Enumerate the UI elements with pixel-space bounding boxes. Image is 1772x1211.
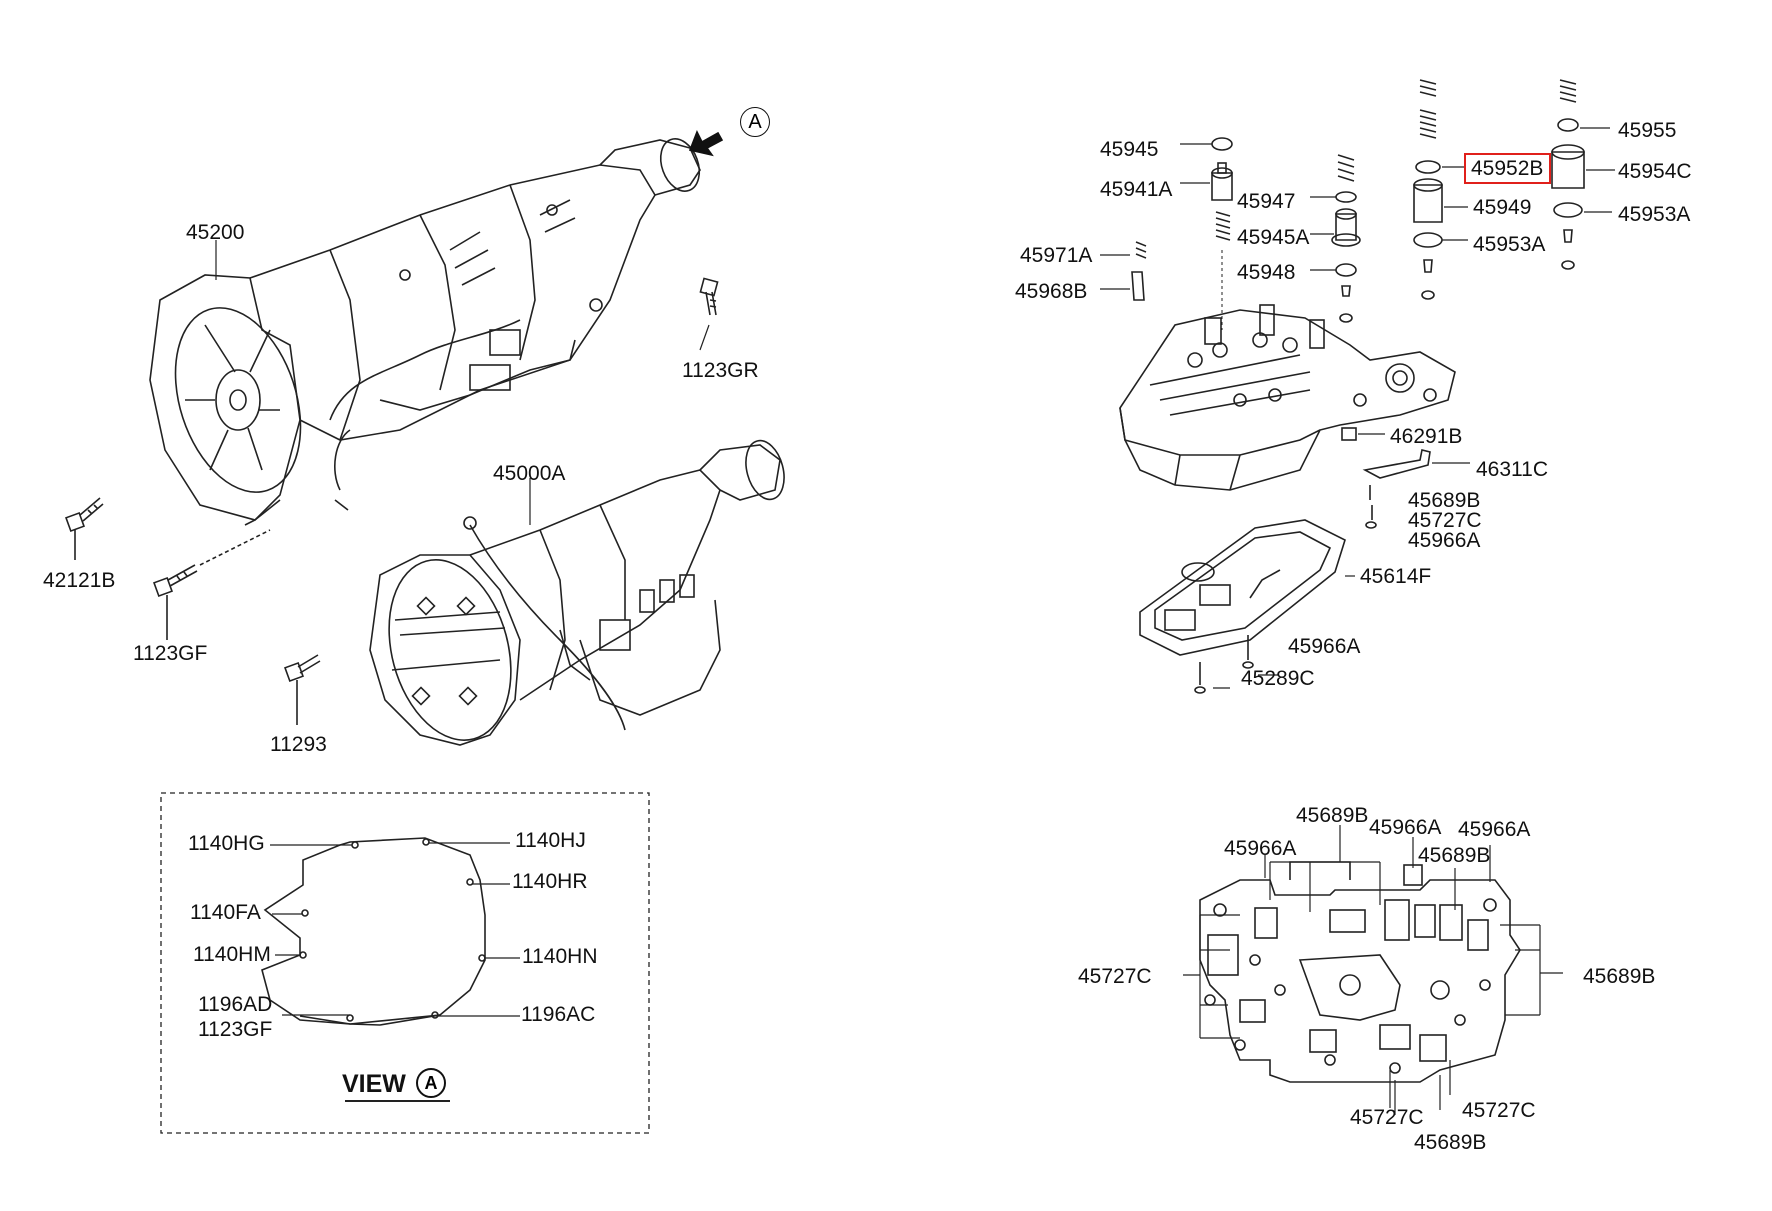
label-45941A[interactable]: 45941A: [1100, 178, 1173, 201]
label-1123GR[interactable]: 1123GR: [682, 359, 759, 382]
label-45953A-right[interactable]: 45953A: [1618, 203, 1691, 226]
label-45945[interactable]: 45945: [1100, 138, 1159, 161]
label-45614F[interactable]: 45614F: [1360, 565, 1432, 588]
label-45689B-bottom-top[interactable]: 45689B: [1296, 804, 1369, 827]
filter-45614F-drawing: [1139, 519, 1346, 694]
label-45971A[interactable]: 45971A: [1020, 244, 1093, 267]
label-45289C[interactable]: 45289C: [1241, 667, 1315, 690]
label-1140HJ[interactable]: 1140HJ: [515, 829, 586, 852]
label-45966A-upper[interactable]: 45966A: [1408, 529, 1481, 552]
label-45954C[interactable]: 45954C: [1618, 160, 1692, 183]
right-leaders: [1100, 127, 1615, 689]
label-45689B-bottom-b[interactable]: 45689B: [1418, 844, 1491, 867]
highlight-45952B: [1464, 153, 1551, 184]
label-45947[interactable]: 45947: [1237, 190, 1296, 213]
small-parts-drawing: [1131, 79, 1585, 529]
label-45968B[interactable]: 45968B: [1015, 280, 1088, 303]
label-1140FA[interactable]: 1140FA: [190, 901, 261, 924]
label-45966A-pan[interactable]: 45966A: [1288, 635, 1361, 658]
label-45200[interactable]: 45200: [186, 221, 245, 244]
label-45966A-bottom-left[interactable]: 45966A: [1224, 837, 1297, 860]
label-1123GF[interactable]: 1123GF: [133, 642, 208, 665]
label-45949[interactable]: 45949: [1473, 196, 1532, 219]
label-11293[interactable]: 11293: [270, 733, 327, 756]
bolt-42121B-drawing: [65, 497, 104, 560]
label-1140HN[interactable]: 1140HN: [522, 945, 598, 968]
label-1140HR[interactable]: 1140HR: [512, 870, 588, 893]
label-45955[interactable]: 45955: [1618, 119, 1677, 142]
label-45948[interactable]: 45948: [1237, 261, 1296, 284]
label-1140HM[interactable]: 1140HM: [193, 943, 271, 966]
valve-body-bottom-drawing: [1199, 861, 1521, 1083]
label-45000A[interactable]: 45000A: [493, 462, 566, 485]
label-1123GF-view[interactable]: 1123GF: [198, 1018, 273, 1041]
label-45689B-bottom[interactable]: 45689B: [1414, 1131, 1487, 1154]
label-45945A[interactable]: 45945A: [1237, 226, 1310, 249]
label-45689B-upper[interactable]: 45689B: [1408, 489, 1481, 512]
label-45966A-bottom-mid[interactable]: 45966A: [1369, 816, 1442, 839]
label-1140HG[interactable]: 1140HG: [188, 832, 265, 855]
view-a-title: VIEW: [342, 1070, 406, 1098]
bolt-1123GR-drawing: [699, 277, 719, 316]
label-45966A-bottom-right[interactable]: 45966A: [1458, 818, 1531, 841]
label-46311C[interactable]: 46311C: [1476, 458, 1549, 481]
label-45953A-left[interactable]: 45953A: [1473, 233, 1546, 256]
label-46291B[interactable]: 46291B: [1390, 425, 1463, 448]
label-45727C-bottom-left[interactable]: 45727C: [1078, 965, 1152, 988]
bottom-leaders: [1183, 825, 1563, 1115]
label-42121B[interactable]: 42121B: [43, 569, 116, 592]
transmission-45000A-drawing: [369, 439, 785, 746]
transmission-45200-drawing: [149, 138, 701, 526]
label-45727C-bottom-br[interactable]: 45727C: [1462, 1099, 1536, 1122]
valve-body-upper-drawing: [1119, 250, 1456, 491]
label-45952B[interactable]: 45952B: [1471, 157, 1544, 180]
view-a-leaders: [270, 842, 520, 1102]
bolt-1123GF-drawing: [153, 529, 271, 640]
label-45689B-bottom-right[interactable]: 45689B: [1583, 965, 1656, 988]
label-45727C-bottom-bl[interactable]: 45727C: [1350, 1106, 1424, 1129]
label-45727C-upper[interactable]: 45727C: [1408, 509, 1482, 532]
view-a-arrow-marker: A: [740, 107, 770, 137]
view-arrow-a: [688, 130, 724, 157]
label-1196AC[interactable]: 1196AC: [521, 1003, 596, 1026]
label-1196AD[interactable]: 1196AD: [198, 993, 273, 1016]
gasket-outline: [261, 837, 486, 1026]
left-leaders: [215, 240, 710, 525]
view-a-circle: A: [416, 1068, 446, 1098]
view-a-box: [160, 792, 650, 1134]
bolt-11293-drawing: [284, 654, 321, 725]
